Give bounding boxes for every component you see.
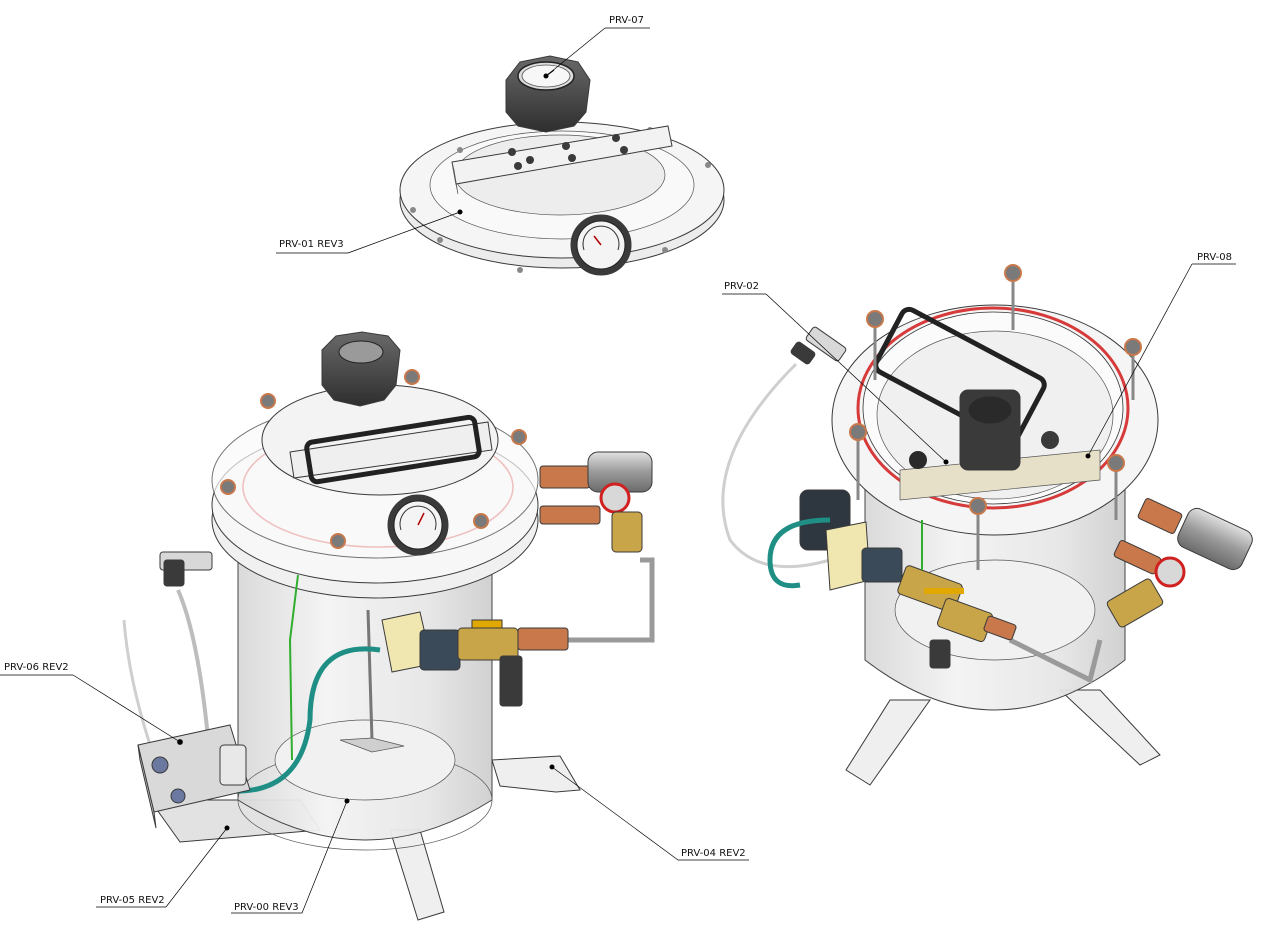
callout-prv-00: PRV-00 REV3 (231, 798, 350, 914)
lid-handle (873, 306, 1047, 444)
long-bolts (849, 264, 1142, 570)
stirrer (339, 609, 405, 753)
solenoid-valve (381, 611, 569, 707)
motor-bracket (137, 724, 251, 829)
callout-label: PRV-00 REV3 (234, 902, 299, 913)
callout-label: PRV-08 (1197, 252, 1232, 263)
pressure-gauge-icon (570, 214, 632, 276)
knob-icon (505, 55, 591, 133)
pressure-gauge-icon (387, 494, 449, 556)
callout-label: PRV-07 (609, 15, 644, 26)
callout-label: PRV-01 REV3 (279, 239, 344, 250)
lid-handle (289, 414, 493, 485)
side-fittings (1008, 498, 1253, 684)
side-fittings (539, 451, 655, 643)
callout-label: PRV-06 REV2 (4, 662, 69, 673)
lid-bar (451, 125, 673, 195)
callout-prv-01: PRV-01 REV3 (276, 209, 463, 254)
callout-label: PRV-05 REV2 (100, 895, 165, 906)
callout-label: PRV-04 REV2 (681, 848, 746, 859)
motor (909, 389, 1059, 471)
callout-prv-05: PRV-05 REV2 (96, 825, 230, 908)
knob-icon (321, 331, 401, 407)
callout-prv-08: PRV-08 (1085, 252, 1236, 459)
callout-prv-02: PRV-02 (722, 281, 949, 465)
callout-prv-06: PRV-06 REV2 (0, 662, 183, 745)
left-assembly (122, 331, 655, 921)
callout-prv-04: PRV-04 REV2 (549, 764, 749, 861)
flange-bolts (220, 369, 527, 549)
callout-label: PRV-02 (724, 281, 759, 292)
top-fitting (721, 326, 847, 569)
right-assembly (721, 264, 1253, 786)
solenoid-valve (799, 489, 1017, 669)
lid-assembly (399, 55, 725, 276)
callout-prv-07: PRV-07 (543, 15, 650, 79)
